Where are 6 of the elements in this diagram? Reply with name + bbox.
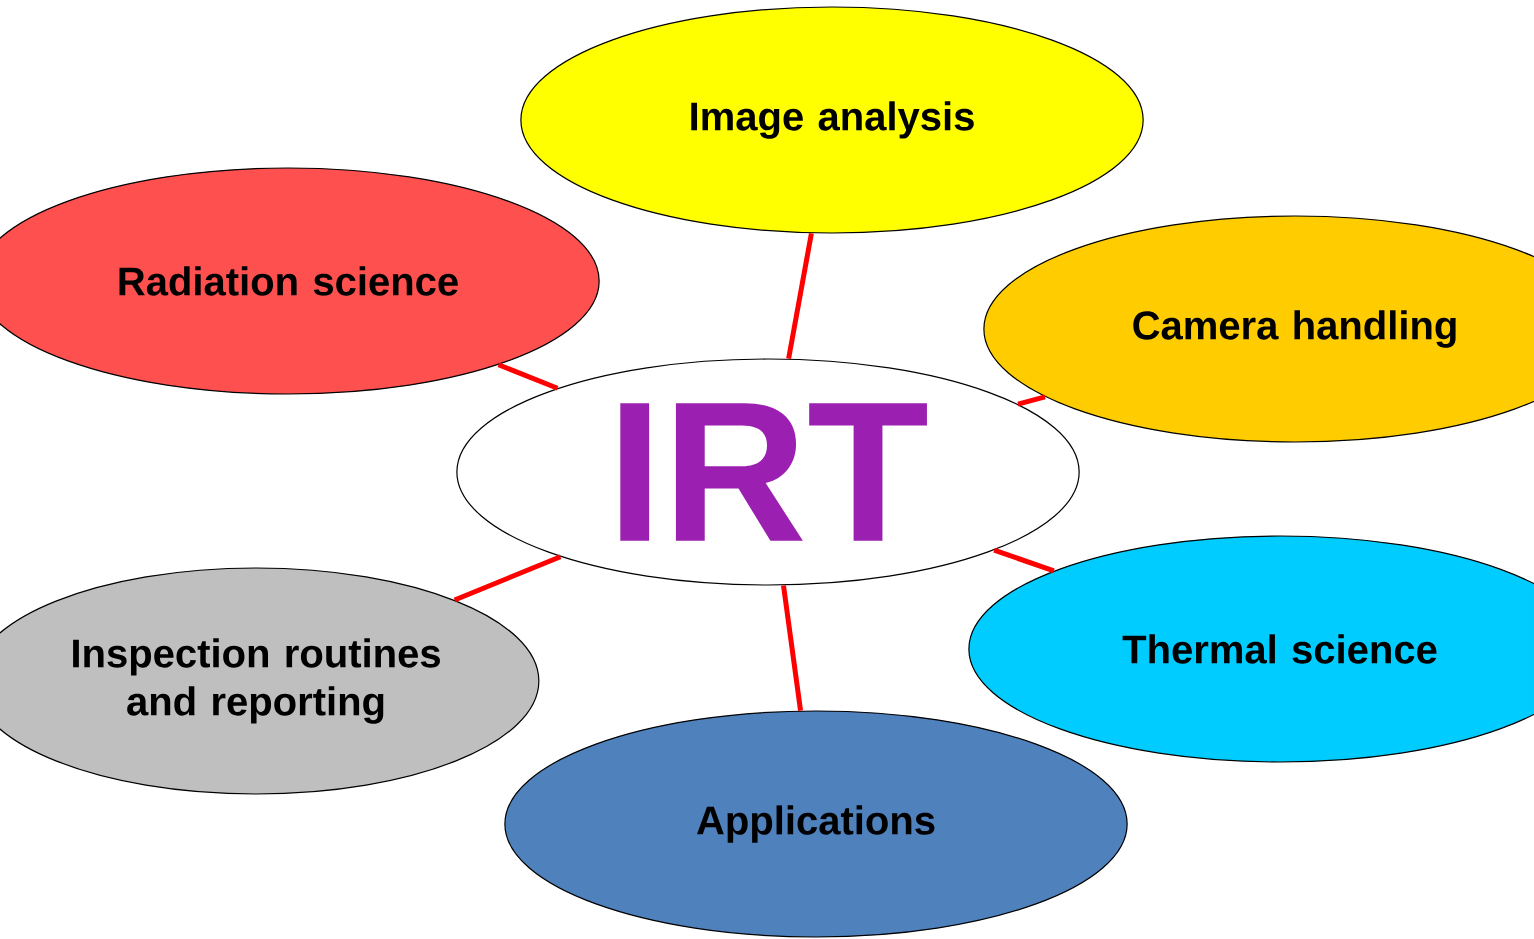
connector-line — [993, 547, 1055, 574]
connector-line — [786, 232, 814, 360]
connector-line — [453, 554, 562, 603]
connector-line — [781, 585, 804, 711]
connector-line — [497, 362, 559, 391]
connector-line — [1017, 394, 1046, 407]
